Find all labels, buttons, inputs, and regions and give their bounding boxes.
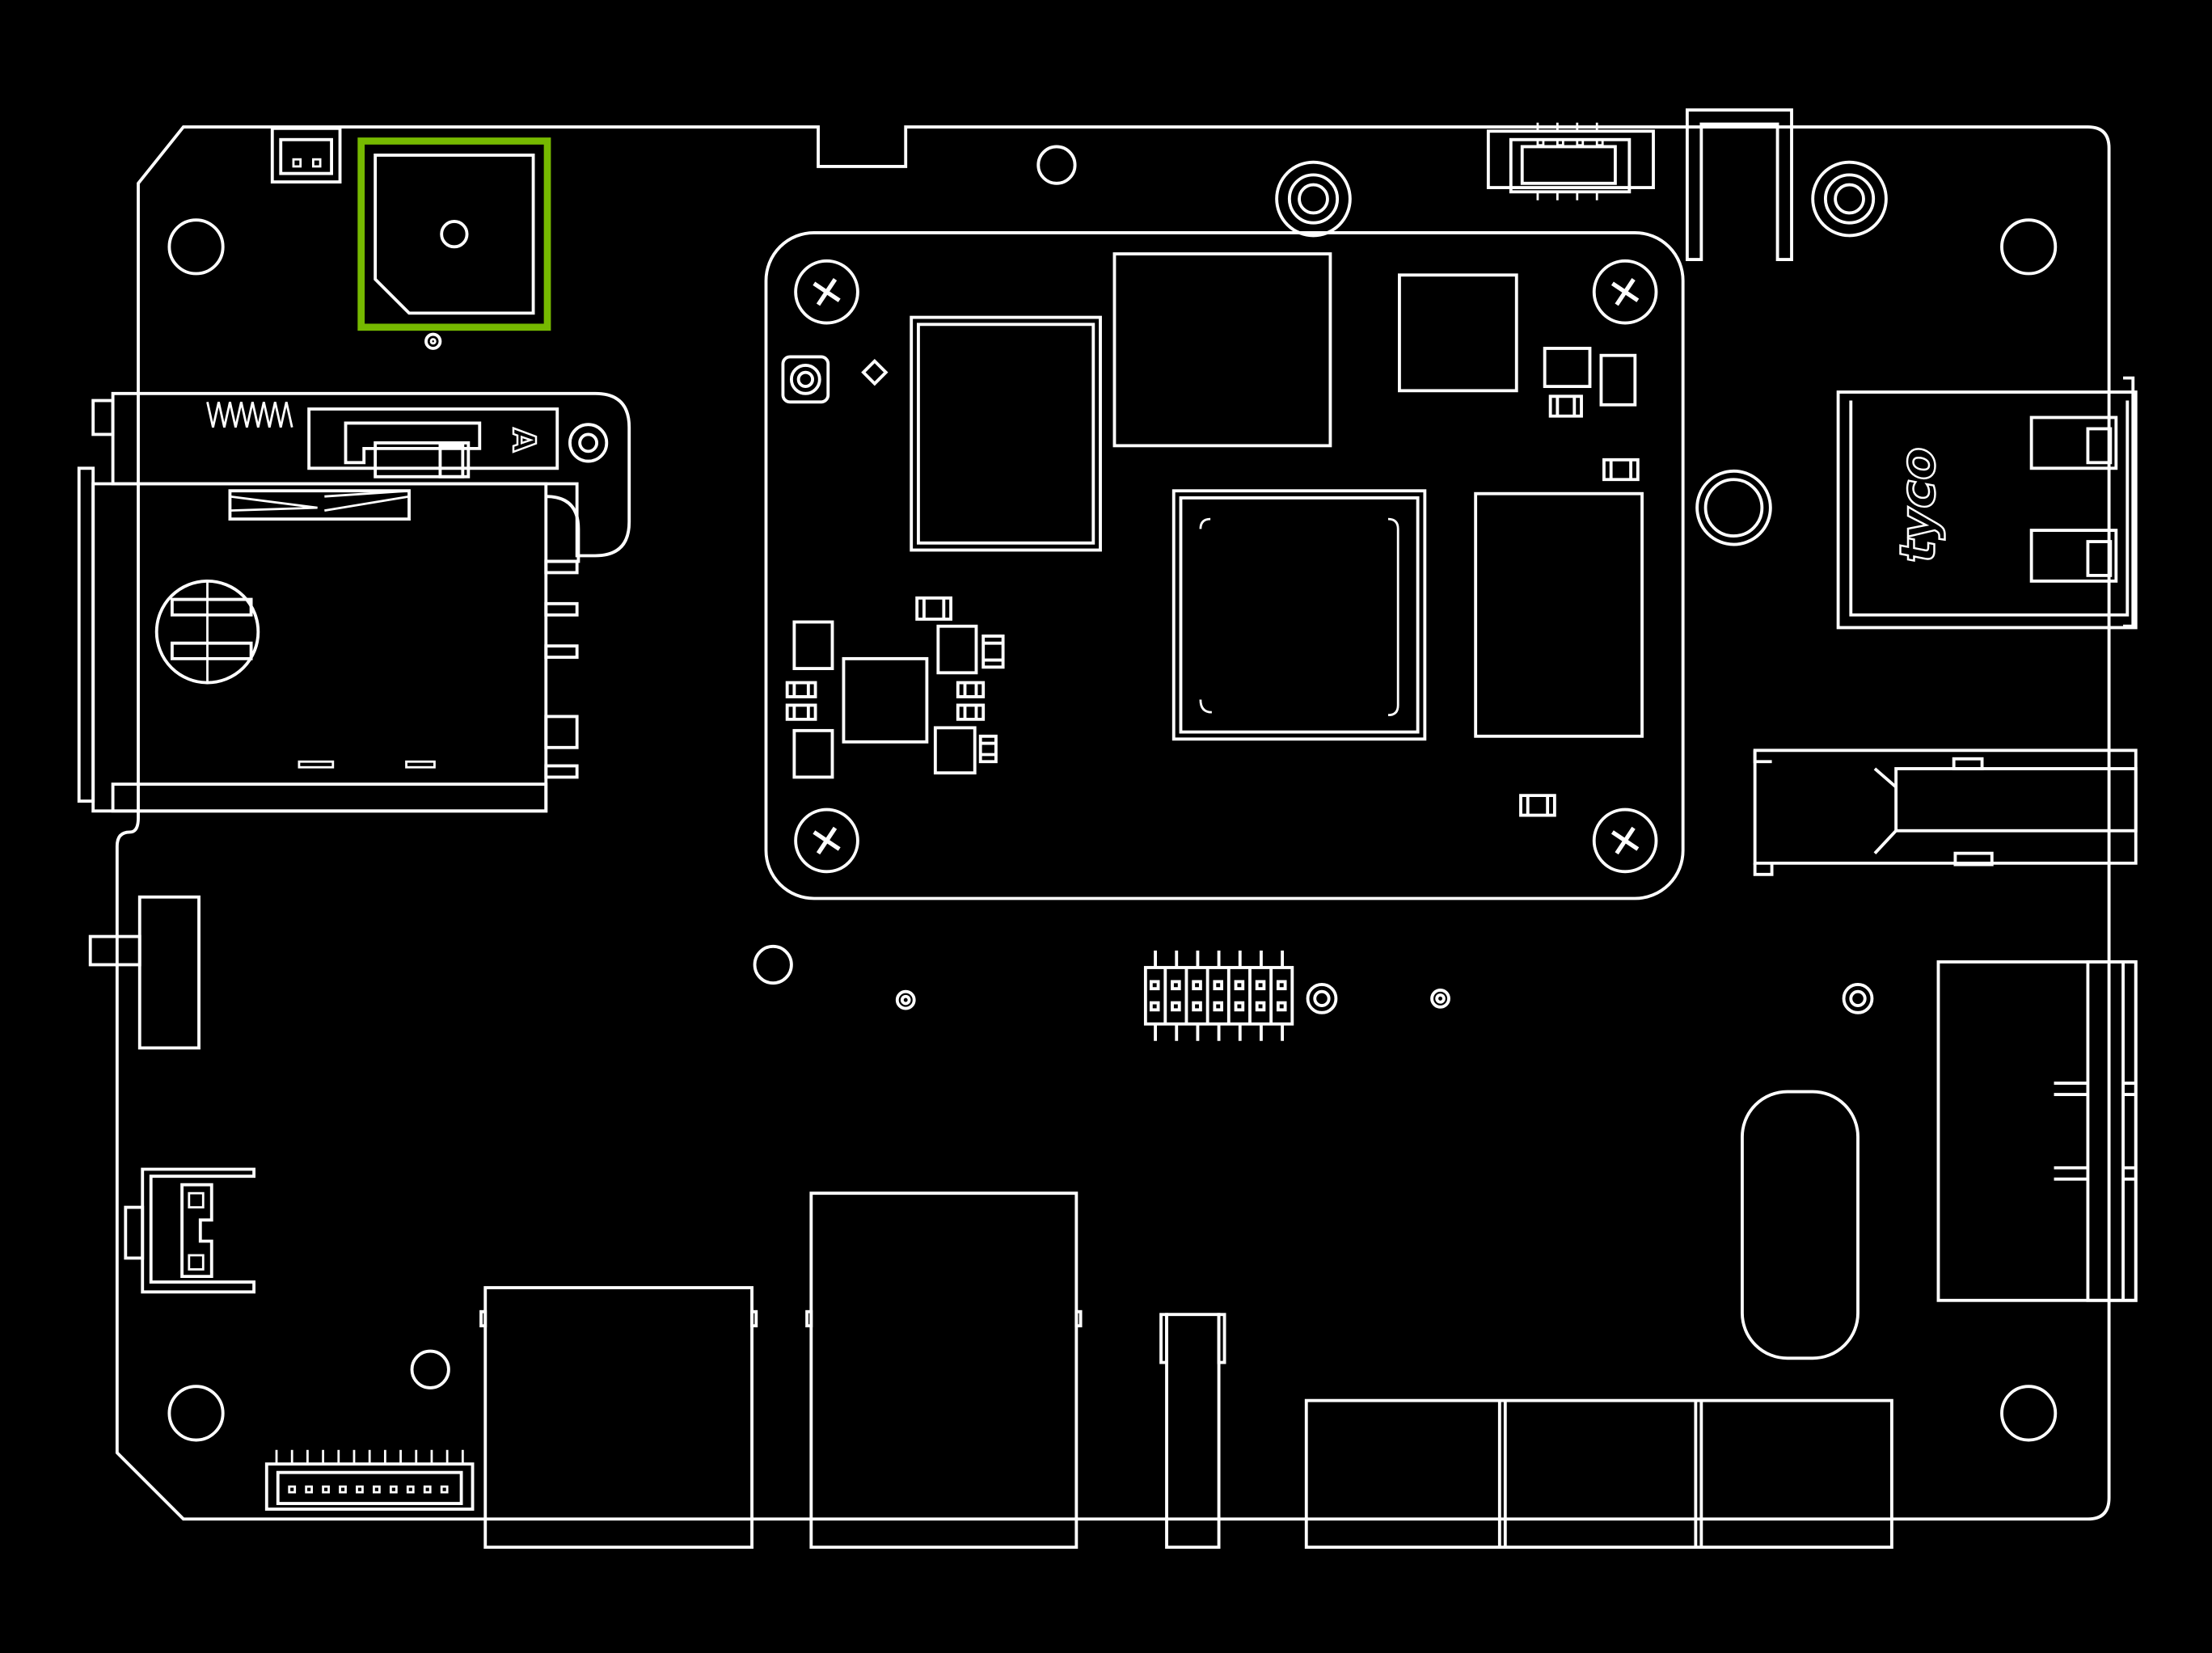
usb-stack-right [805,1191,1083,1550]
side-jst-connector [124,1167,256,1294]
pmic-chip [1398,273,1518,393]
jumper-bracket [1685,108,1793,261]
memory-chip [910,315,1102,552]
flash-chip [1112,252,1332,448]
ram-chip [1474,491,1644,738]
buzzer-component[interactable] [357,137,551,350]
sd-slot-marker-label: A [505,428,542,453]
mount-hole-bottom-left [167,1385,225,1442]
via-hole-mid [753,944,793,985]
standoffs [895,160,1888,1014]
right-edge-connector [1936,960,2138,1302]
usb-port-side [1753,748,2138,876]
pcb-outline [115,125,2111,1521]
fan-connector-2pin [270,126,342,184]
module-screws [794,259,1658,874]
soc-processor [1171,489,1427,741]
via-hole-top [1036,145,1077,185]
compute-module [764,230,1685,900]
gpio-pin-header [1143,951,1294,1041]
mount-hole-top-left [167,218,225,276]
mounting-holes [167,145,2058,1442]
power-switch [88,895,201,1050]
ethernet-jack: tyco [1836,376,2138,630]
usb-stack-left [479,1286,758,1550]
buzzer-highlight-frame [357,137,551,331]
ethernet-brand-label: tyco [1890,447,1946,563]
oval-cutout [1741,1090,1860,1360]
bottom-port-block [1304,1398,1893,1550]
camera-connector-top [1486,122,1655,200]
fpc-ribbon-connector [264,1449,475,1511]
mount-hole-bottom-right [2000,1385,2058,1442]
power-section-components [785,596,1005,779]
mount-hole-top-right [2000,218,2058,276]
dc-barrel-jack [1159,1313,1226,1550]
sd-card-slot: A [77,391,631,813]
module-outline [764,230,1685,900]
fiducial-diamond [861,358,889,386]
via-hole-bottom [410,1349,450,1389]
antenna-connector [781,355,830,404]
